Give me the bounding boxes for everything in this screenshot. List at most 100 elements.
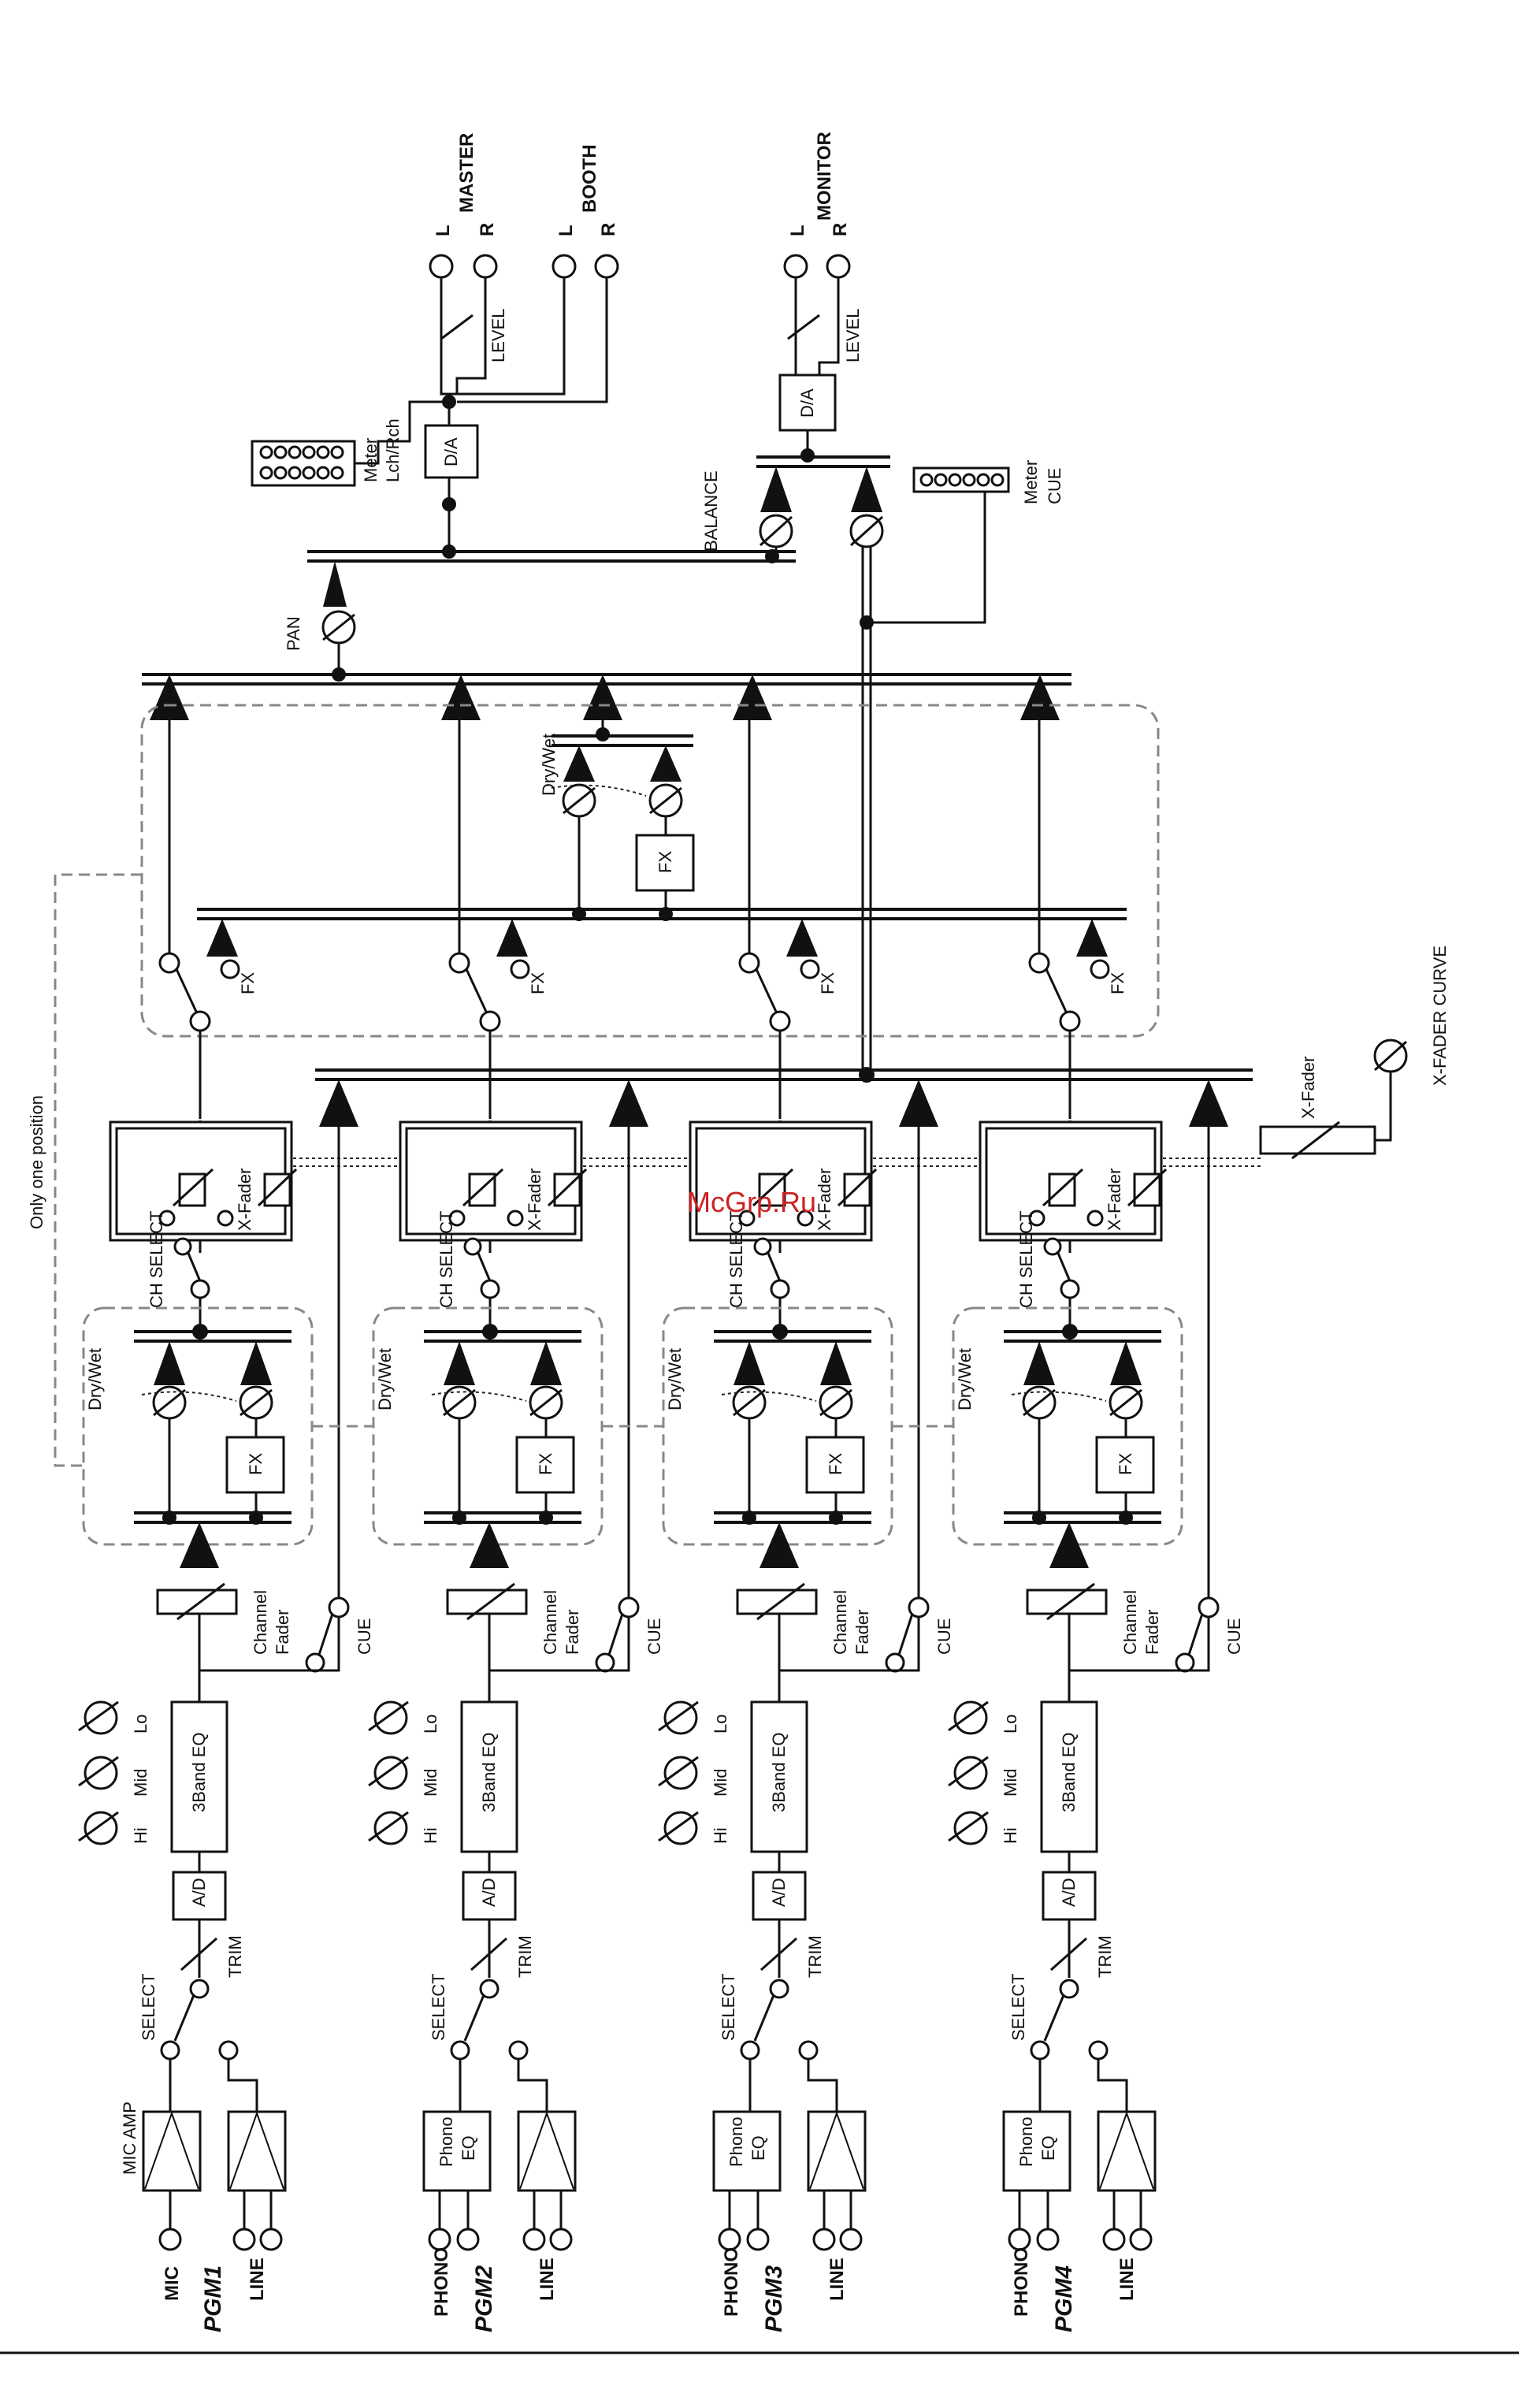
ch2-channel-fader[interactable] (446, 1589, 528, 1615)
ch3-phono-eq (712, 2110, 782, 2192)
ch2-line-amp (517, 2110, 577, 2192)
ch1-cue-label: CUE (355, 1618, 374, 1655)
fx-section-frame (140, 704, 1160, 1038)
balance-label: BALANCE (701, 470, 721, 552)
master-level-label: LEVEL (488, 309, 508, 363)
ch4-fx-frame (952, 1306, 1183, 1546)
monitor-level-label: LEVEL (843, 309, 863, 363)
ch1-mid-label: Mid (131, 1769, 150, 1797)
ch2-dry-wet-label: Dry/Wet (375, 1348, 395, 1410)
ch3-ch-select-label: CH SELECT (726, 1211, 746, 1308)
ch2-ad-label: A/D (479, 1878, 499, 1907)
booth-l-label: L (555, 225, 577, 236)
ch4-line-amp (1097, 2110, 1157, 2192)
global-fx-label: FX (656, 851, 675, 873)
x-fader-slider[interactable] (1259, 1125, 1376, 1155)
ch2-cue-label: CUE (644, 1618, 664, 1655)
ch4-cue-label: CUE (1224, 1618, 1244, 1655)
only-one-position: Only one position (27, 873, 142, 1467)
ch4-dry-wet-label: Dry/Wet (955, 1348, 975, 1410)
ch1-ad-box (172, 1871, 227, 1921)
monitor-r-label: R (830, 223, 851, 236)
ch4-name: PGM4 (1051, 2265, 1077, 2332)
fx-send-bus (197, 908, 1127, 920)
booth-output: L R BOOTH (457, 144, 619, 403)
ch4-channel-label: Channel (1120, 1590, 1140, 1655)
ch2-xfader-label: X-Fader (525, 1169, 544, 1231)
ch3-dry-wet-label: Dry/Wet (665, 1348, 685, 1410)
cue-meter-cue-label: CUE (1045, 468, 1064, 504)
ch1-xfader-label: X-Fader (235, 1169, 254, 1231)
ch1-fx-box-label: FX (246, 1453, 266, 1475)
x-fader-main-label: X-Fader (1298, 1057, 1318, 1119)
ch1-lo-label: Lo (131, 1715, 150, 1734)
ch4-ad-label: A/D (1059, 1878, 1079, 1907)
channel-strip-2: FX X-Fader CH SELECT Dry/Wet (368, 720, 664, 2332)
ch4-eq-text: EQ (1038, 2135, 1058, 2161)
channel-strip-1: FX X-Fader CH SELECT Dry/Wet (78, 720, 374, 2332)
ch2-ch-select-label: CH SELECT (436, 1211, 456, 1308)
ch1-fx-send: FX (158, 720, 258, 1032)
ch2-phono-input-label: PHONO (431, 2247, 452, 2317)
ch4-phono-input-label: PHONO (1011, 2247, 1032, 2317)
ch1-dry-wet-label: Dry/Wet (85, 1348, 105, 1410)
master-r-label: R (477, 223, 498, 236)
ch2-select-label: SELECT (429, 1973, 448, 2041)
ch3-fx-box-label: FX (826, 1453, 845, 1475)
ch1-ad-label: A/D (189, 1878, 209, 1907)
ch1-channel-fader[interactable] (156, 1589, 238, 1615)
ch2-fx-frame (372, 1306, 604, 1546)
ch2-line-label: LINE (537, 2258, 558, 2301)
ch1-mic-label: MIC (162, 2266, 183, 2301)
ch1-eq-knobs: Lo Mid Hi (78, 1700, 150, 1845)
ch4-ch-select-label: CH SELECT (1016, 1211, 1036, 1308)
cue-bus (315, 1067, 1253, 1083)
ch1-channel-label: Channel (251, 1590, 270, 1655)
master-da-box (424, 424, 479, 479)
ch1-name: PGM1 (200, 2265, 226, 2332)
ch3-eq-box (750, 1700, 808, 1853)
ch2-phono-eq (422, 2110, 492, 2192)
cue-meter: Meter CUE (867, 460, 1064, 624)
master-label: MASTER (456, 133, 477, 213)
ch2-name: PGM2 (471, 2265, 497, 2332)
ch4-fx-box-label: FX (1116, 1453, 1135, 1475)
ch4-hi-label: Hi (1001, 1827, 1020, 1844)
pan-amp-triangle (323, 561, 347, 607)
ch1-fader-label: Fader (273, 1610, 292, 1655)
master-r-jack (473, 254, 498, 279)
ch4-select-label: SELECT (1008, 1973, 1028, 2041)
ch3-trim-label: TRIM (805, 1935, 825, 1978)
ch1-fx-frame (82, 1306, 314, 1546)
ch4-eq-label: 3Band EQ (1059, 1732, 1079, 1812)
ch4-xfader-label: X-Fader (1105, 1169, 1124, 1231)
ch4-fader-label: Fader (1142, 1610, 1162, 1655)
channel-strip-3: FX X-Fader CH SELECT Dry/Wet (658, 720, 954, 2332)
master-output: L R MASTER LEVEL D/A (424, 133, 508, 559)
ch4-trim-label: TRIM (1095, 1935, 1115, 1978)
ch1-select-label: SELECT (139, 1973, 158, 2041)
master-bus: PAN (284, 549, 796, 682)
lch-rch-label: Lch/Rch (383, 418, 403, 482)
ch2-ad-box (462, 1871, 517, 1921)
cue-amp-triangle (851, 466, 882, 512)
ch3-cue-label: CUE (934, 1618, 954, 1655)
x-fader-curve: X-Fader X-FADER CURVE (1259, 946, 1450, 1160)
ch1-trim-label: TRIM (225, 1935, 245, 1978)
ch3-channel-fader[interactable] (736, 1589, 818, 1615)
ch1-hi-label: Hi (131, 1827, 150, 1844)
ch4-line-label: LINE (1116, 2258, 1138, 2301)
only-one-position-label: Only one position (27, 1095, 46, 1229)
ch2-lo-label: Lo (421, 1715, 440, 1734)
ch2-phono-label: Phono (436, 2116, 456, 2167)
monitor-da-box (778, 373, 837, 432)
ch2-trim-label: TRIM (515, 1935, 535, 1978)
ch4-channel-fader[interactable] (1026, 1589, 1108, 1615)
ch3-ad-box (752, 1871, 807, 1921)
ch1-eq-label: 3Band EQ (189, 1732, 209, 1812)
ch2-fx-label: FX (528, 972, 548, 994)
main-mix-bus (142, 673, 1071, 720)
master-l-label: L (433, 225, 454, 236)
ch3-lo-label: Lo (711, 1715, 730, 1734)
ch3-fx-label: FX (818, 972, 837, 994)
